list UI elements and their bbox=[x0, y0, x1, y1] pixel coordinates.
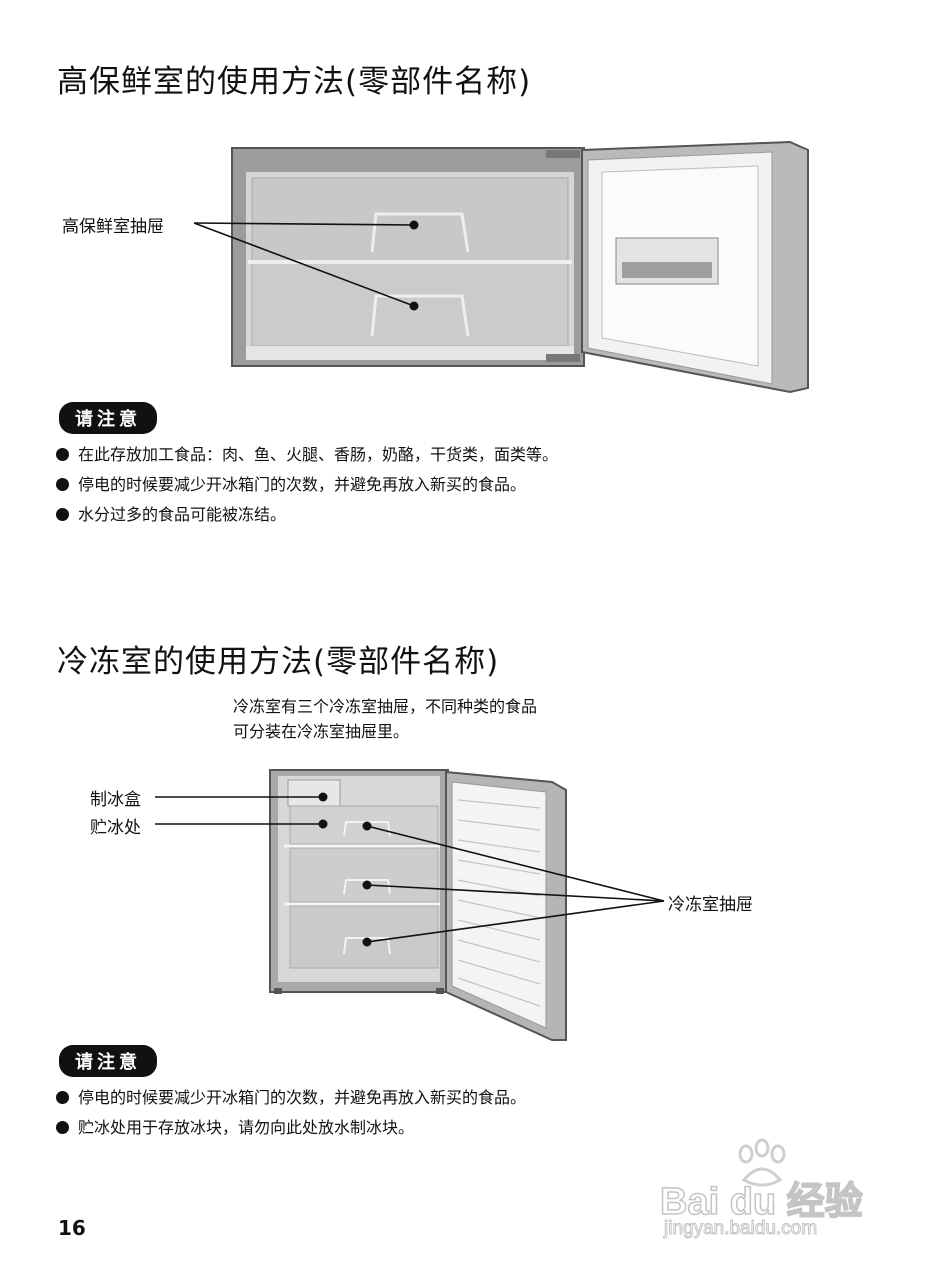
watermark-brand: Bai du 经验 bbox=[659, 1180, 863, 1224]
section2-title: 冷冻室的使用方法(零部件名称) bbox=[57, 644, 500, 680]
notice-badge-1: 请注意 bbox=[59, 402, 157, 434]
section1-title: 高保鲜室的使用方法(零部件名称) bbox=[57, 64, 532, 100]
fresh-drawer-leader-lines bbox=[193, 220, 419, 311]
ice-storage-label: 贮冰处 bbox=[90, 818, 141, 838]
note-item: 在此存放加工食品：肉、鱼、火腿、香肠，奶酪，干货类，面类等。 bbox=[56, 440, 558, 470]
intro-line: 冷冻室有三个冷冻室抽屉，不同种类的食品 bbox=[233, 697, 538, 716]
note-item: 停电的时候要减少开冰箱门的次数，并避免再放入新买的食品。 bbox=[56, 1083, 526, 1113]
fresh-drawer-label: 高保鲜室抽屉 bbox=[62, 217, 164, 237]
intro-line: 可分装在冷冻室抽屉里。 bbox=[233, 722, 410, 741]
ice-box-label: 制冰盒 bbox=[90, 790, 141, 810]
fresh-room-illustration bbox=[231, 140, 809, 394]
watermark-url: jingyan.baidu.com bbox=[663, 1218, 818, 1240]
paw-icon bbox=[738, 1138, 786, 1187]
section1-notes: 在此存放加工食品：肉、鱼、火腿、香肠，奶酪，干货类，面类等。 停电的时候要减少开… bbox=[56, 440, 558, 530]
watermark: Bai du 经验 jingyan.baidu.com bbox=[659, 1138, 890, 1250]
freezer-illustration bbox=[269, 769, 567, 1041]
notice-badge-2: 请注意 bbox=[59, 1045, 157, 1077]
freezer-intro: 冷冻室有三个冷冻室抽屉，不同种类的食品 可分装在冷冻室抽屉里。 bbox=[233, 694, 537, 744]
note-item: 停电的时候要减少开冰箱门的次数，并避免再放入新买的食品。 bbox=[56, 470, 558, 500]
freezer-drawer-label: 冷冻室抽屉 bbox=[668, 895, 753, 915]
note-item: 贮冰处用于存放冰块，请勿向此处放水制冰块。 bbox=[56, 1113, 526, 1143]
freezer-leader-lines bbox=[155, 792, 665, 947]
section2-notes: 停电的时候要减少开冰箱门的次数，并避免再放入新买的食品。 贮冰处用于存放冰块，请… bbox=[56, 1083, 526, 1143]
page-number: 16 bbox=[58, 1216, 86, 1240]
note-item: 水分过多的食品可能被冻结。 bbox=[56, 500, 558, 530]
